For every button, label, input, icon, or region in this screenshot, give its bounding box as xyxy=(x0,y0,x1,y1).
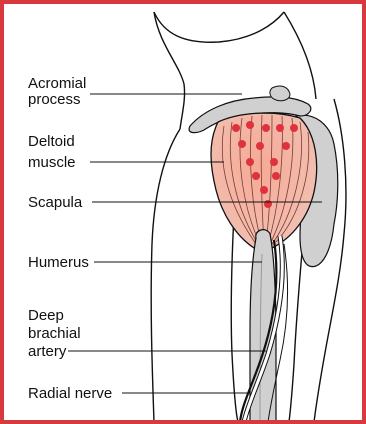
acromion-tip xyxy=(270,86,290,101)
injection-dot xyxy=(282,142,290,150)
label-radial-nerve: Radial nerve xyxy=(28,385,112,402)
injection-dot xyxy=(252,172,260,180)
label-deltoid-line1: Deltoid xyxy=(28,133,75,150)
label-artery-line2: brachial xyxy=(28,325,81,342)
label-artery-line1: Deep xyxy=(28,307,64,324)
injection-dot xyxy=(270,158,278,166)
injection-dot xyxy=(264,200,272,208)
label-deltoid-line2: muscle xyxy=(28,154,76,171)
injection-dot xyxy=(246,121,254,129)
injection-dot xyxy=(232,124,240,132)
injection-dot xyxy=(272,172,280,180)
injection-dot xyxy=(276,124,284,132)
injection-dot xyxy=(246,158,254,166)
label-humerus: Humerus xyxy=(28,254,89,271)
label-artery-line3: artery xyxy=(28,343,67,360)
label-acromial-line1: Acromial xyxy=(28,75,86,92)
injection-dot xyxy=(238,140,246,148)
injection-dot xyxy=(260,186,268,194)
label-acromial-line2: process xyxy=(28,91,81,108)
injection-dot xyxy=(262,124,270,132)
injection-dot xyxy=(290,124,298,132)
injection-dot xyxy=(256,142,264,150)
shoulder-anatomy-diagram: Acromial process Deltoid muscle Scapula … xyxy=(4,4,366,424)
label-scapula: Scapula xyxy=(28,194,83,211)
